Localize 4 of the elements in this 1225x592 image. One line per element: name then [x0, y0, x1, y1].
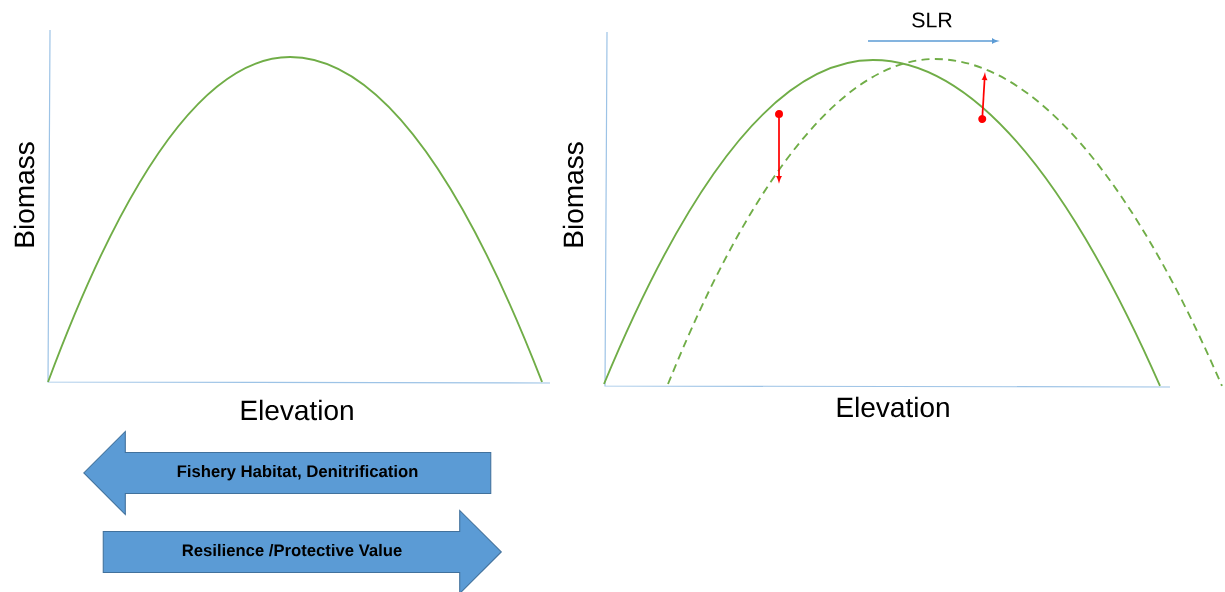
axis-label: Biomass: [13, 142, 35, 247]
slr-label: SLR: [912, 12, 952, 28]
axis-label: Biomass: [562, 142, 584, 247]
axis-label: Elevation: [837, 396, 949, 418]
